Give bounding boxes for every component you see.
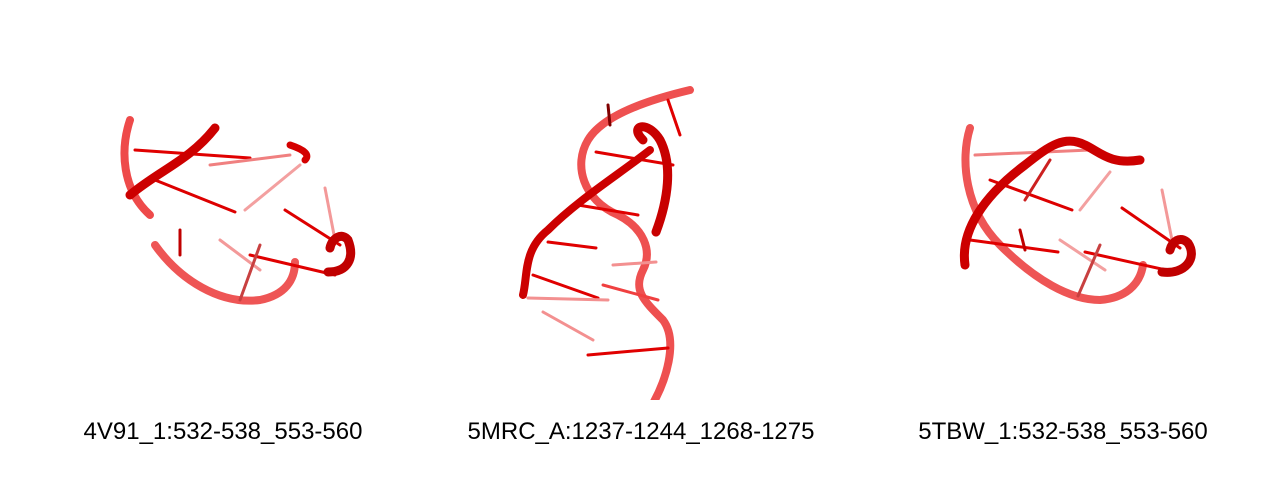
- structure-panel-2: 5MRC_A:1237-1244_1268-1275: [428, 0, 854, 480]
- structure-caption-3: 5TBW_1:532-538_553-560: [918, 418, 1208, 445]
- structure-caption-1: 4V91_1:532-538_553-560: [83, 418, 363, 445]
- structure-caption-2: 5MRC_A:1237-1244_1268-1275: [467, 418, 815, 445]
- structure-panel-3: 5TBW_1:532-538_553-560: [850, 0, 1276, 480]
- rna-structure-image-1: [120, 116, 356, 305]
- rna-structure-image-2: [519, 86, 694, 400]
- rna-structure-image-3: [959, 124, 1196, 305]
- structure-panel-1: 4V91_1:532-538_553-560: [10, 0, 436, 480]
